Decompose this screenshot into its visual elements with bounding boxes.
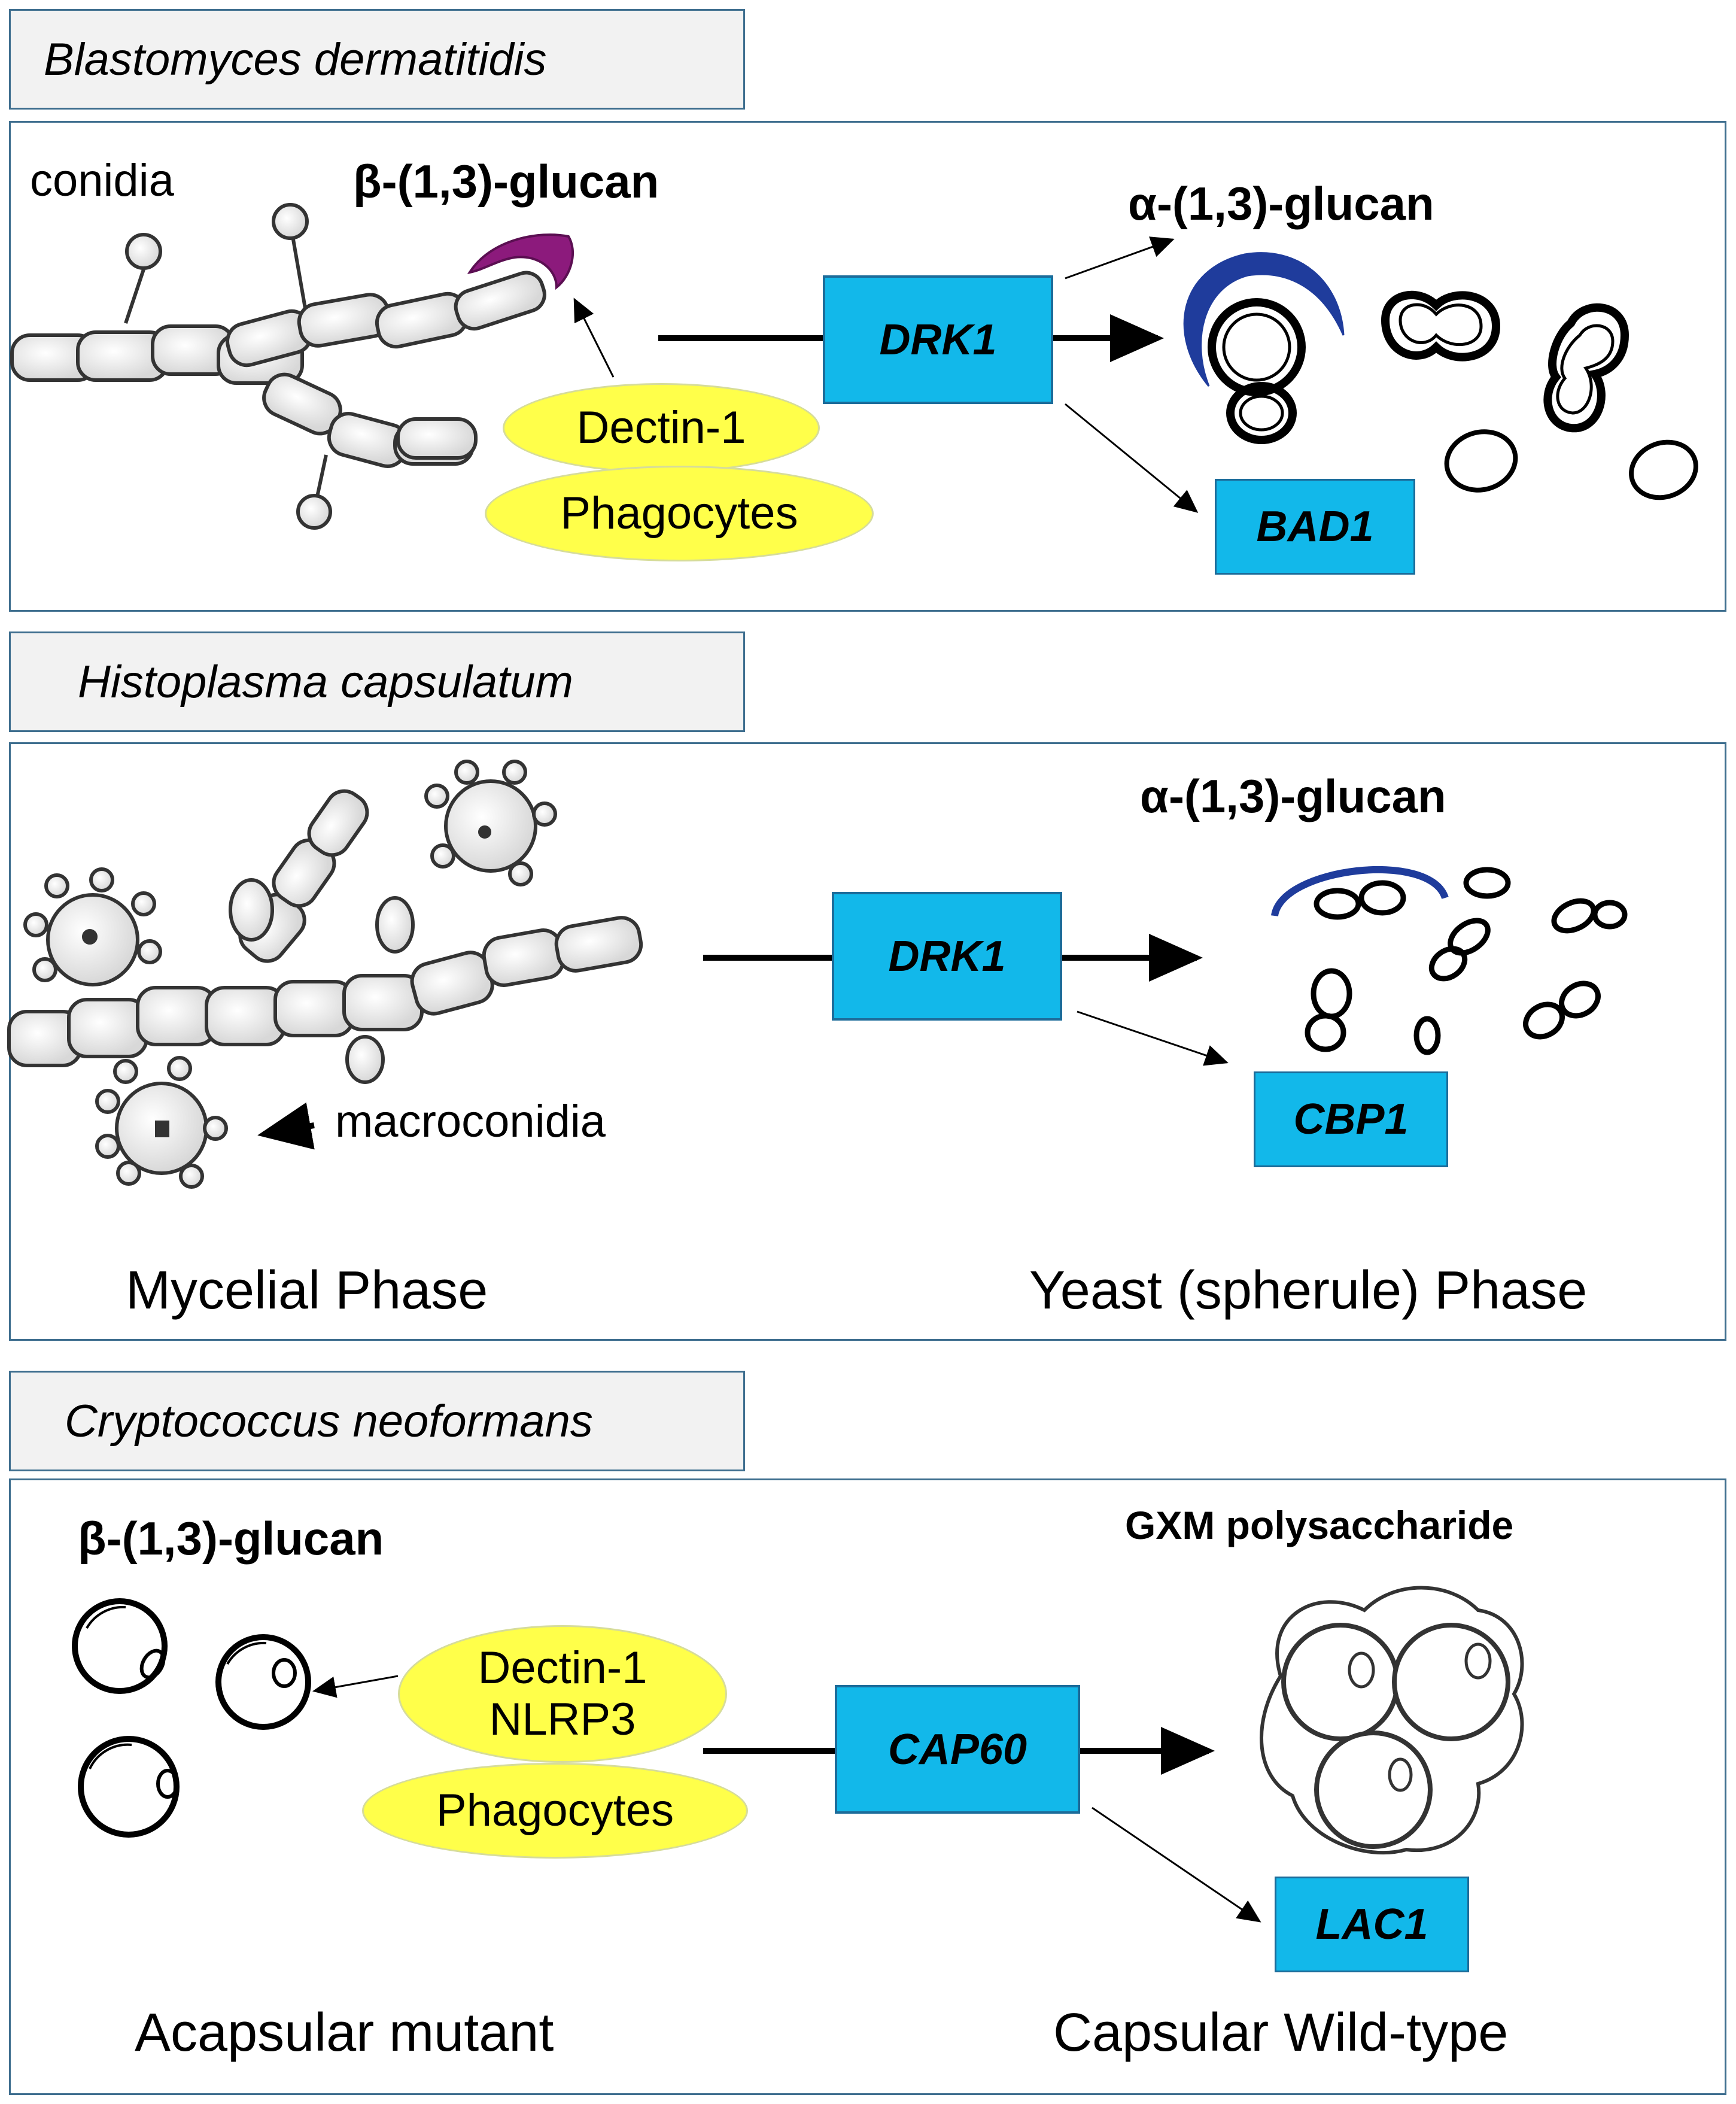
- panel2: [9, 742, 1726, 1341]
- drk1-to-cbp1-arrow: [1077, 1010, 1229, 1066]
- beta-glucan-label-1: β-(1,3)-glucan: [353, 155, 659, 208]
- histoplasma-macroconidia: [23, 760, 557, 1189]
- alpha-glucan-arc-2: [1271, 866, 1449, 917]
- drk1-box-2: DRK1: [832, 892, 1062, 1021]
- dectin-to-acapsular-arrow: [312, 1675, 399, 1698]
- alpha-glucan-label-2: α-(1,3)-glucan: [1140, 770, 1446, 822]
- macroconidium-3: [95, 1056, 228, 1189]
- capsular-wildtype: [1259, 1586, 1524, 1855]
- mycelial-phase-label: Mycelial Phase: [126, 1261, 488, 1320]
- macroconidium-2: [424, 760, 557, 886]
- drk1-to-alpha-arrow: [1065, 236, 1175, 280]
- panel1-title-box: Blastomyces dermatitidis: [9, 9, 745, 110]
- blastomyces-hyphae: [10, 271, 546, 468]
- nlrp3-label: NLRP3: [489, 1694, 636, 1745]
- cap60-to-lac1-arrow: [1092, 1807, 1261, 1923]
- beta-glucan-label-3: β-(1,3)-glucan: [78, 1512, 384, 1565]
- bad1-label: BAD1: [1256, 503, 1374, 551]
- histoplasma-hyphae: [7, 789, 643, 1084]
- yeast-phase-label: Yeast (spherule) Phase: [1029, 1261, 1588, 1320]
- dectin1-label-3: Dectin-1: [478, 1642, 647, 1693]
- alpha-glucan-label-1: α-(1,3)-glucan: [1128, 177, 1434, 230]
- phagocytes-ellipse-1: Phagocytes: [485, 466, 874, 561]
- macroconidium-1: [23, 867, 162, 986]
- macroconidia-label: macroconidia: [335, 1096, 606, 1147]
- dectin1-ellipse-1: Dectin-1: [503, 383, 820, 473]
- drk1-label-1: DRK1: [879, 315, 997, 364]
- conidia-label: conidia: [30, 155, 174, 206]
- alpha-glucan-arc-1: [1183, 252, 1345, 387]
- lac1-label: LAC1: [1315, 1900, 1428, 1948]
- histoplasma-yeast: [1305, 867, 1628, 1055]
- drk1-label-2: DRK1: [888, 932, 1006, 980]
- lac1-box: LAC1: [1275, 1877, 1469, 1972]
- drk1-to-bad1-arrow: [1065, 403, 1199, 513]
- phagocytes-label-3: Phagocytes: [436, 1785, 674, 1836]
- bad1-box: BAD1: [1215, 479, 1415, 575]
- dectin-nlrp3-text: Dectin-1 NLRP3: [478, 1642, 647, 1745]
- acapsular-cells: [72, 1598, 311, 1838]
- panel2-title-box: Histoplasma capsulatum: [9, 631, 745, 732]
- panel1-title: Blastomyces dermatitidis: [44, 34, 547, 85]
- cbp1-box: CBP1: [1254, 1071, 1448, 1167]
- cap60-box: CAP60: [835, 1685, 1080, 1814]
- panel3-title: Cryptococcus neoformans: [65, 1395, 593, 1447]
- macroconidia-arrow: [257, 1102, 315, 1150]
- dectin-to-glucan-arrow: [573, 297, 615, 378]
- drk1-box-1: DRK1: [823, 275, 1053, 404]
- gxm-label: GXM polysaccharide: [1125, 1503, 1514, 1547]
- panel3-title-box: Cryptococcus neoformans: [9, 1371, 745, 1471]
- capsular-wildtype-label: Capsular Wild-type: [1053, 2003, 1509, 2063]
- cbp1-label: CBP1: [1293, 1095, 1409, 1143]
- gxm-capsule: [1259, 1586, 1524, 1855]
- cap60-label: CAP60: [887, 1725, 1027, 1774]
- blastomyces-yeast: [1183, 252, 1698, 500]
- dectin1-label-1: Dectin-1: [576, 402, 746, 453]
- blastomyces-conidia: [124, 203, 332, 530]
- dectin1-nlrp3-ellipse: Dectin-1 NLRP3: [398, 1625, 727, 1763]
- beta-glucan-cap: [467, 233, 574, 290]
- phagocytes-label-1: Phagocytes: [560, 488, 798, 539]
- panel2-title: Histoplasma capsulatum: [78, 656, 573, 708]
- acapsular-mutant-label: Acapsular mutant: [135, 2003, 554, 2063]
- phagocytes-ellipse-3: Phagocytes: [362, 1763, 748, 1859]
